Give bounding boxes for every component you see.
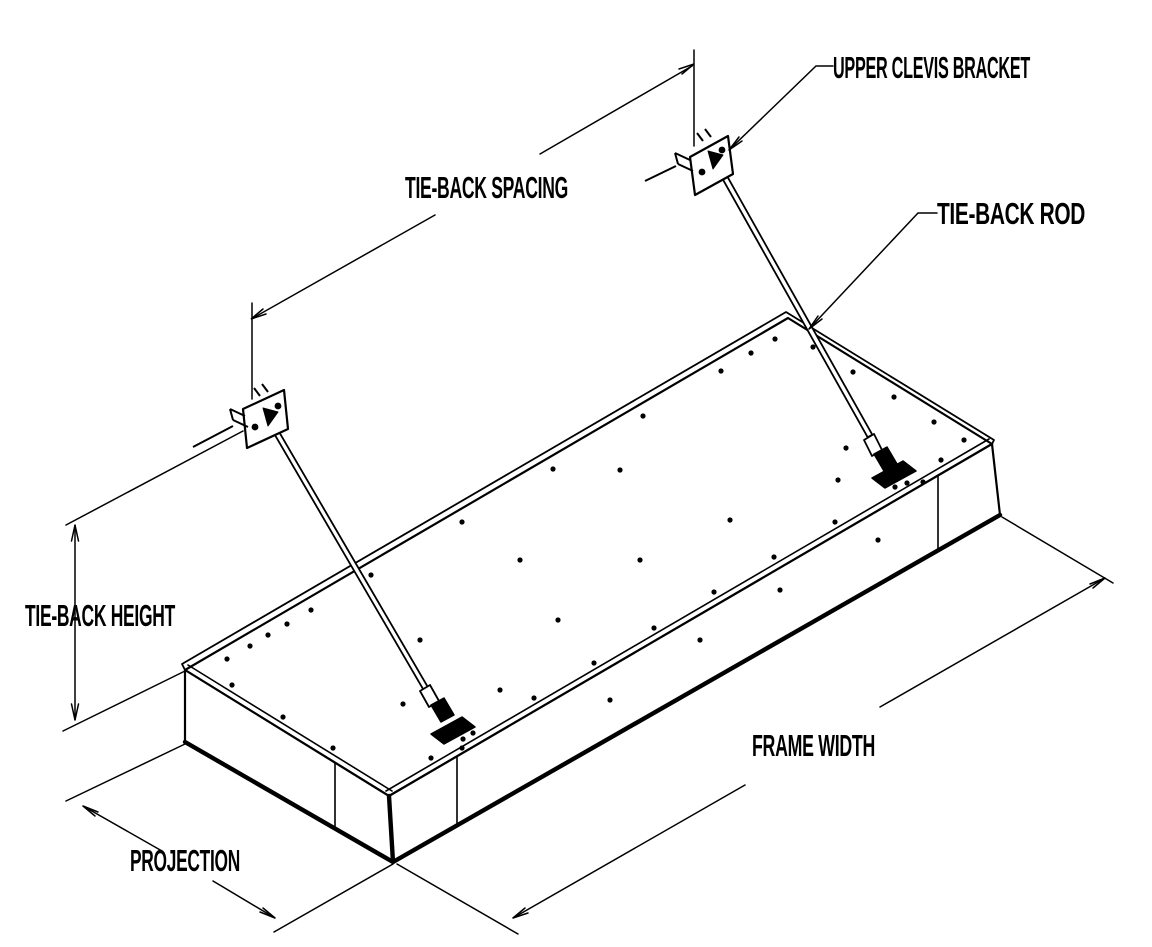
spacing-dim-line-left-segment xyxy=(252,214,436,319)
dim-tie-back-height xyxy=(62,430,244,732)
frame-width-dim-line-right-segment xyxy=(879,577,1106,708)
right-bracket-tabs xyxy=(696,128,712,142)
upper-clevis-leader-line xyxy=(728,65,834,151)
spacing-arrowhead-left xyxy=(250,308,267,320)
canopy-back-lip xyxy=(181,311,995,671)
upper-clevis-arrowhead xyxy=(728,136,743,151)
label-projection: PROJECTION xyxy=(130,843,240,878)
dim-frame-width xyxy=(396,516,1114,935)
projection-arrowhead-upper xyxy=(82,805,99,817)
frame-width-extension-line-left xyxy=(396,863,519,935)
projection-extension-line-top xyxy=(65,743,186,802)
left-upper-clevis-bracket xyxy=(192,383,290,450)
projection-dim-line-lower-segment xyxy=(212,880,276,919)
left-bracket-bolt xyxy=(251,423,259,431)
label-frame-width: FRAME WIDTH xyxy=(752,728,875,763)
dim-projection xyxy=(65,743,394,933)
height-extension-line-top xyxy=(65,430,244,526)
leader-tie-back-rod xyxy=(808,212,938,330)
right-clevis-base-plate xyxy=(871,460,917,489)
projection-dim-line-upper-segment xyxy=(82,805,163,852)
left-bracket-tabs xyxy=(253,383,269,397)
canopy-top-inner-border xyxy=(187,438,990,792)
left-bracket-lugs xyxy=(192,408,249,448)
projection-arrowhead-lower xyxy=(259,907,276,919)
spacing-dim-line-right-segment xyxy=(539,65,693,155)
height-extension-line-bottom xyxy=(62,670,186,732)
projection-extension-line-bottom xyxy=(273,863,394,933)
canopy xyxy=(181,311,1003,865)
tie-back-rod-arrowhead xyxy=(808,315,823,330)
label-tie-back-height: TIE-BACK HEIGHT xyxy=(25,598,175,633)
frame-width-dim-line-left-segment xyxy=(512,784,746,919)
tie-back-rod-leader-line xyxy=(808,212,938,330)
spacing-arrowhead-right xyxy=(678,63,695,75)
label-tie-back-rod: TIE-BACK ROD xyxy=(937,196,1085,231)
left-bracket-clevis-pin xyxy=(262,407,279,427)
height-arrowhead-top xyxy=(70,524,80,542)
leader-upper-clevis-bracket xyxy=(728,65,834,151)
label-tie-back-spacing: TIE-BACK SPACING xyxy=(405,170,568,205)
canopy-front-corner-edge xyxy=(386,793,396,865)
frame-width-arrowhead-left xyxy=(512,907,529,919)
frame-width-extension-line-right xyxy=(1001,516,1114,584)
canopy-panel-seams xyxy=(334,474,939,830)
right-bracket-bolt xyxy=(718,146,726,154)
right-upper-clevis-bracket xyxy=(644,128,735,197)
fastener-dots xyxy=(224,336,967,761)
left-bracket-bolt xyxy=(274,402,282,410)
left-clevis-base-plate xyxy=(430,716,476,745)
left-lower-clevis xyxy=(430,697,455,723)
frame-width-arrowhead-right xyxy=(1089,577,1106,589)
right-bracket-lugs xyxy=(644,152,694,182)
right-bracket-bolt xyxy=(698,168,706,176)
height-arrowhead-bottom xyxy=(70,703,80,721)
right-bracket-clevis-pin xyxy=(707,150,724,170)
dim-tie-back-spacing xyxy=(250,49,695,400)
label-upper-clevis-bracket: UPPER CLEVIS BRACKET xyxy=(833,50,1030,85)
